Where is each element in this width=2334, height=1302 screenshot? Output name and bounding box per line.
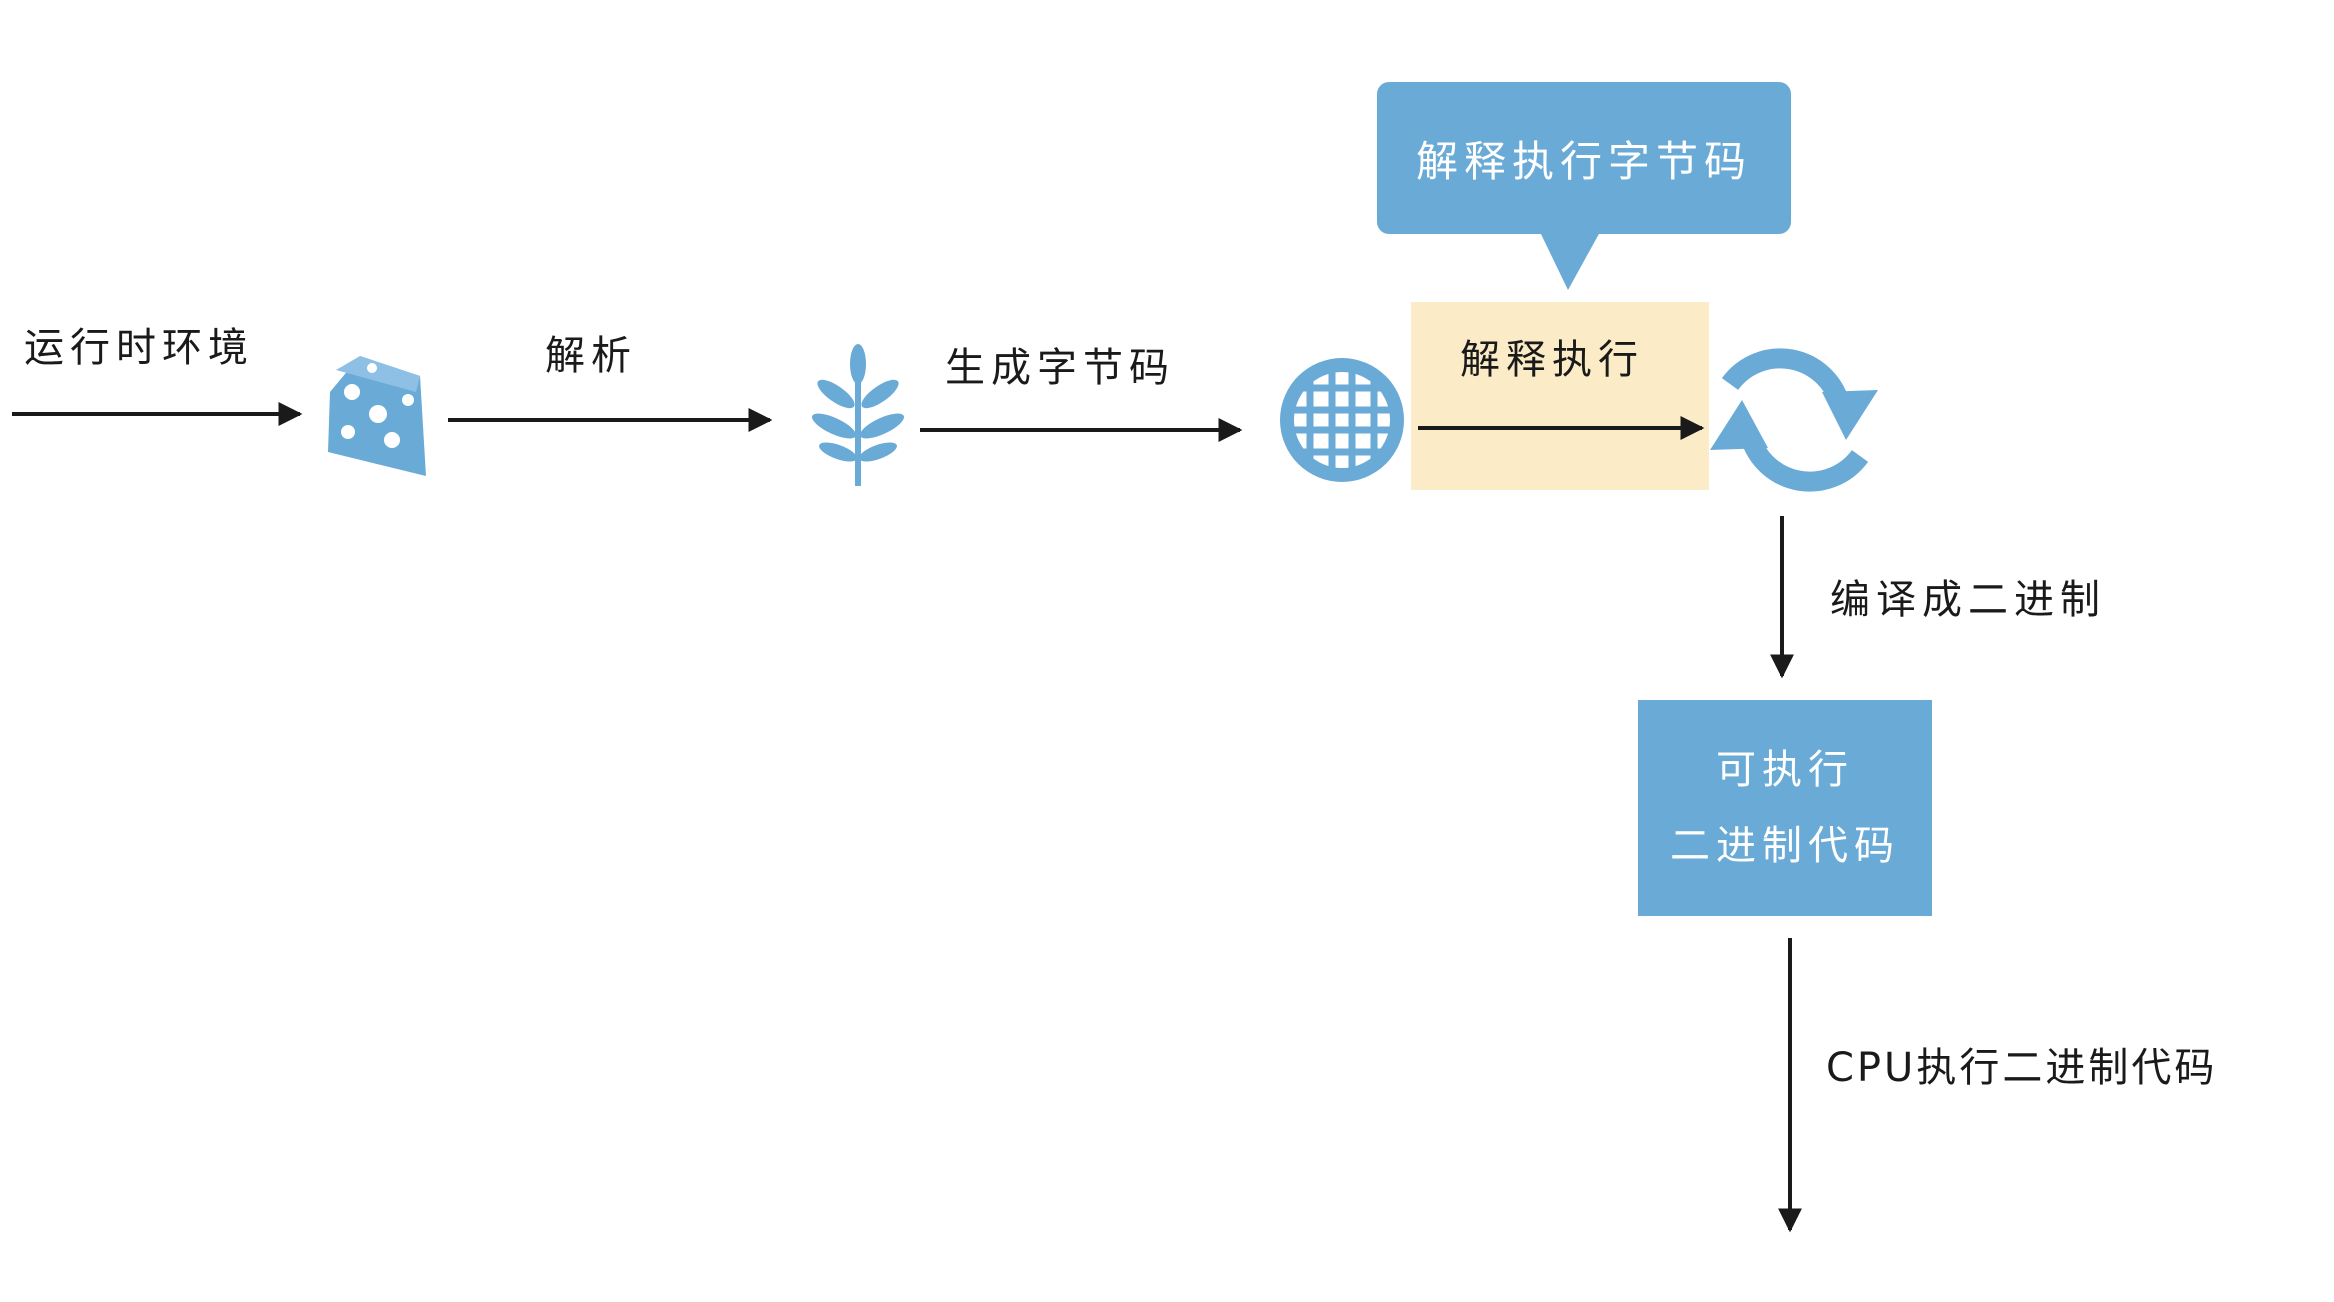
label-parse: 解析 xyxy=(545,333,637,379)
binary-code-box: 可执行 二进制代码 xyxy=(1638,700,1932,916)
binary-box-line1: 可执行 xyxy=(1716,747,1854,793)
label-gen-bytecode: 生成字节码 xyxy=(945,345,1175,391)
binary-code-box-bg xyxy=(1638,700,1932,916)
interpret-highlight xyxy=(1411,302,1709,490)
cheese-icon xyxy=(328,356,426,476)
refresh-arrow-head-bottom xyxy=(1710,400,1768,450)
callout-bubble xyxy=(1377,82,1791,290)
binary-box-line2: 二进制代码 xyxy=(1670,823,1900,869)
plant-icon xyxy=(811,344,905,486)
refresh-cycle-icon xyxy=(1721,348,1869,492)
label-runtime: 运行时环境 xyxy=(24,325,254,371)
waffle-icon xyxy=(1280,358,1404,482)
callout-text: 解释执行字节码 xyxy=(1415,136,1752,186)
label-compile-binary: 编译成二进制 xyxy=(1830,577,2106,623)
refresh-arrow-head-top xyxy=(1822,390,1878,440)
label-cpu-exec: CPU执行二进制代码 xyxy=(1826,1045,2218,1091)
label-interpret-exec: 解释执行 xyxy=(1460,337,1644,383)
